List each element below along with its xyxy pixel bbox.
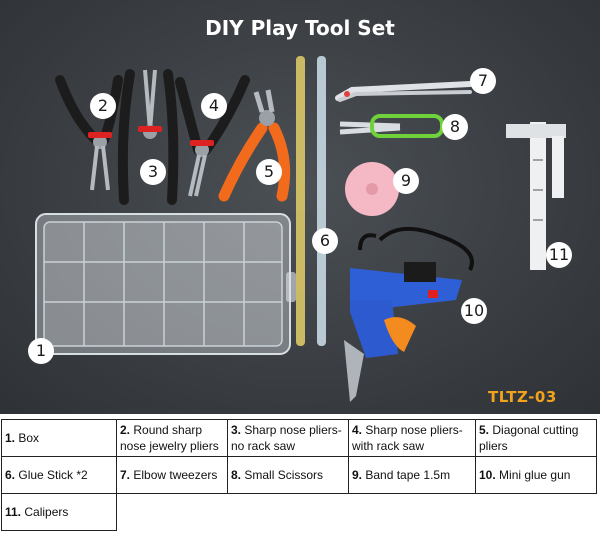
glue-sticks (296, 56, 326, 346)
legend-cell-7: 7. Elbow tweezers (116, 456, 228, 494)
legend-row: 1. Box 2. Round sharp nose jewelry plier… (1, 419, 597, 457)
legend-cell-4: 4. Sharp nose pliers-with rack saw (348, 419, 476, 457)
legend-cell-9: 9. Band tape 1.5m (348, 456, 476, 494)
callout-1: 1 (28, 338, 54, 364)
legend-cell-5: 5. Diagonal cutting pliers (475, 419, 597, 457)
callout-9: 9 (393, 168, 419, 194)
legend-cell-2: 2. Round sharp nose jewelry pliers (116, 419, 228, 457)
legend-cell-8: 8. Small Scissors (227, 456, 349, 494)
legend-cell-10: 10. Mini glue gun (475, 456, 597, 494)
callout-6: 6 (312, 228, 338, 254)
calipers (506, 122, 566, 270)
legend-cell-6: 6. Glue Stick *2 (1, 456, 117, 494)
legend-cell-3: 3. Sharp nose pliers-no rack saw (227, 419, 349, 457)
parts-legend-table: 1. Box 2. Round sharp nose jewelry plier… (1, 419, 597, 531)
legend-row: 11. Calipers (1, 493, 597, 531)
product-code: TLTZ-03 (488, 388, 557, 406)
sharp-nose-pliers-with-rack (175, 75, 250, 197)
callout-10: 10 (461, 298, 487, 324)
tool-set-illustration (35, 56, 566, 402)
callout-3: 3 (140, 159, 166, 185)
legend-cell-1: 1. Box (1, 419, 117, 457)
mini-glue-gun (344, 226, 474, 402)
page-title: DIY Play Tool Set (205, 16, 395, 40)
band-tape (345, 162, 399, 216)
callout-2: 2 (90, 93, 116, 119)
product-photo: DIY Play Tool Set 1 2 3 4 5 6 7 8 9 10 1… (0, 0, 600, 414)
callout-7: 7 (470, 68, 496, 94)
legend-cell-11: 11. Calipers (1, 493, 117, 531)
callout-4: 4 (201, 93, 227, 119)
elbow-tweezers (335, 81, 473, 102)
callout-5: 5 (256, 159, 282, 185)
storage-box (35, 213, 296, 355)
callout-11: 11 (546, 242, 572, 268)
diagonal-cutting-pliers (218, 89, 291, 202)
legend-row: 6. Glue Stick *2 7. Elbow tweezers 8. Sm… (1, 456, 597, 494)
callout-8: 8 (442, 114, 468, 140)
sharp-nose-pliers-no-rack (117, 69, 179, 205)
small-scissors (339, 114, 444, 138)
